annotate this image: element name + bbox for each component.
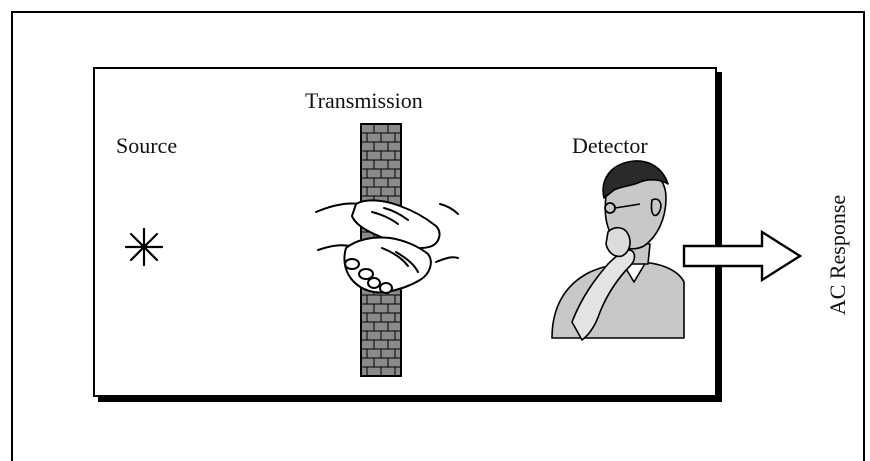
handshake-icon xyxy=(315,199,459,294)
source-label: Source xyxy=(116,133,178,158)
right-arrow-icon xyxy=(682,229,803,283)
detector-label: Detector xyxy=(572,133,648,158)
starburst-icon xyxy=(124,227,164,267)
transmission-label: Transmission xyxy=(305,88,423,113)
thinking-man-icon xyxy=(551,160,685,341)
outer-frame xyxy=(11,11,865,461)
ac-response-label: AC Response xyxy=(825,194,850,316)
